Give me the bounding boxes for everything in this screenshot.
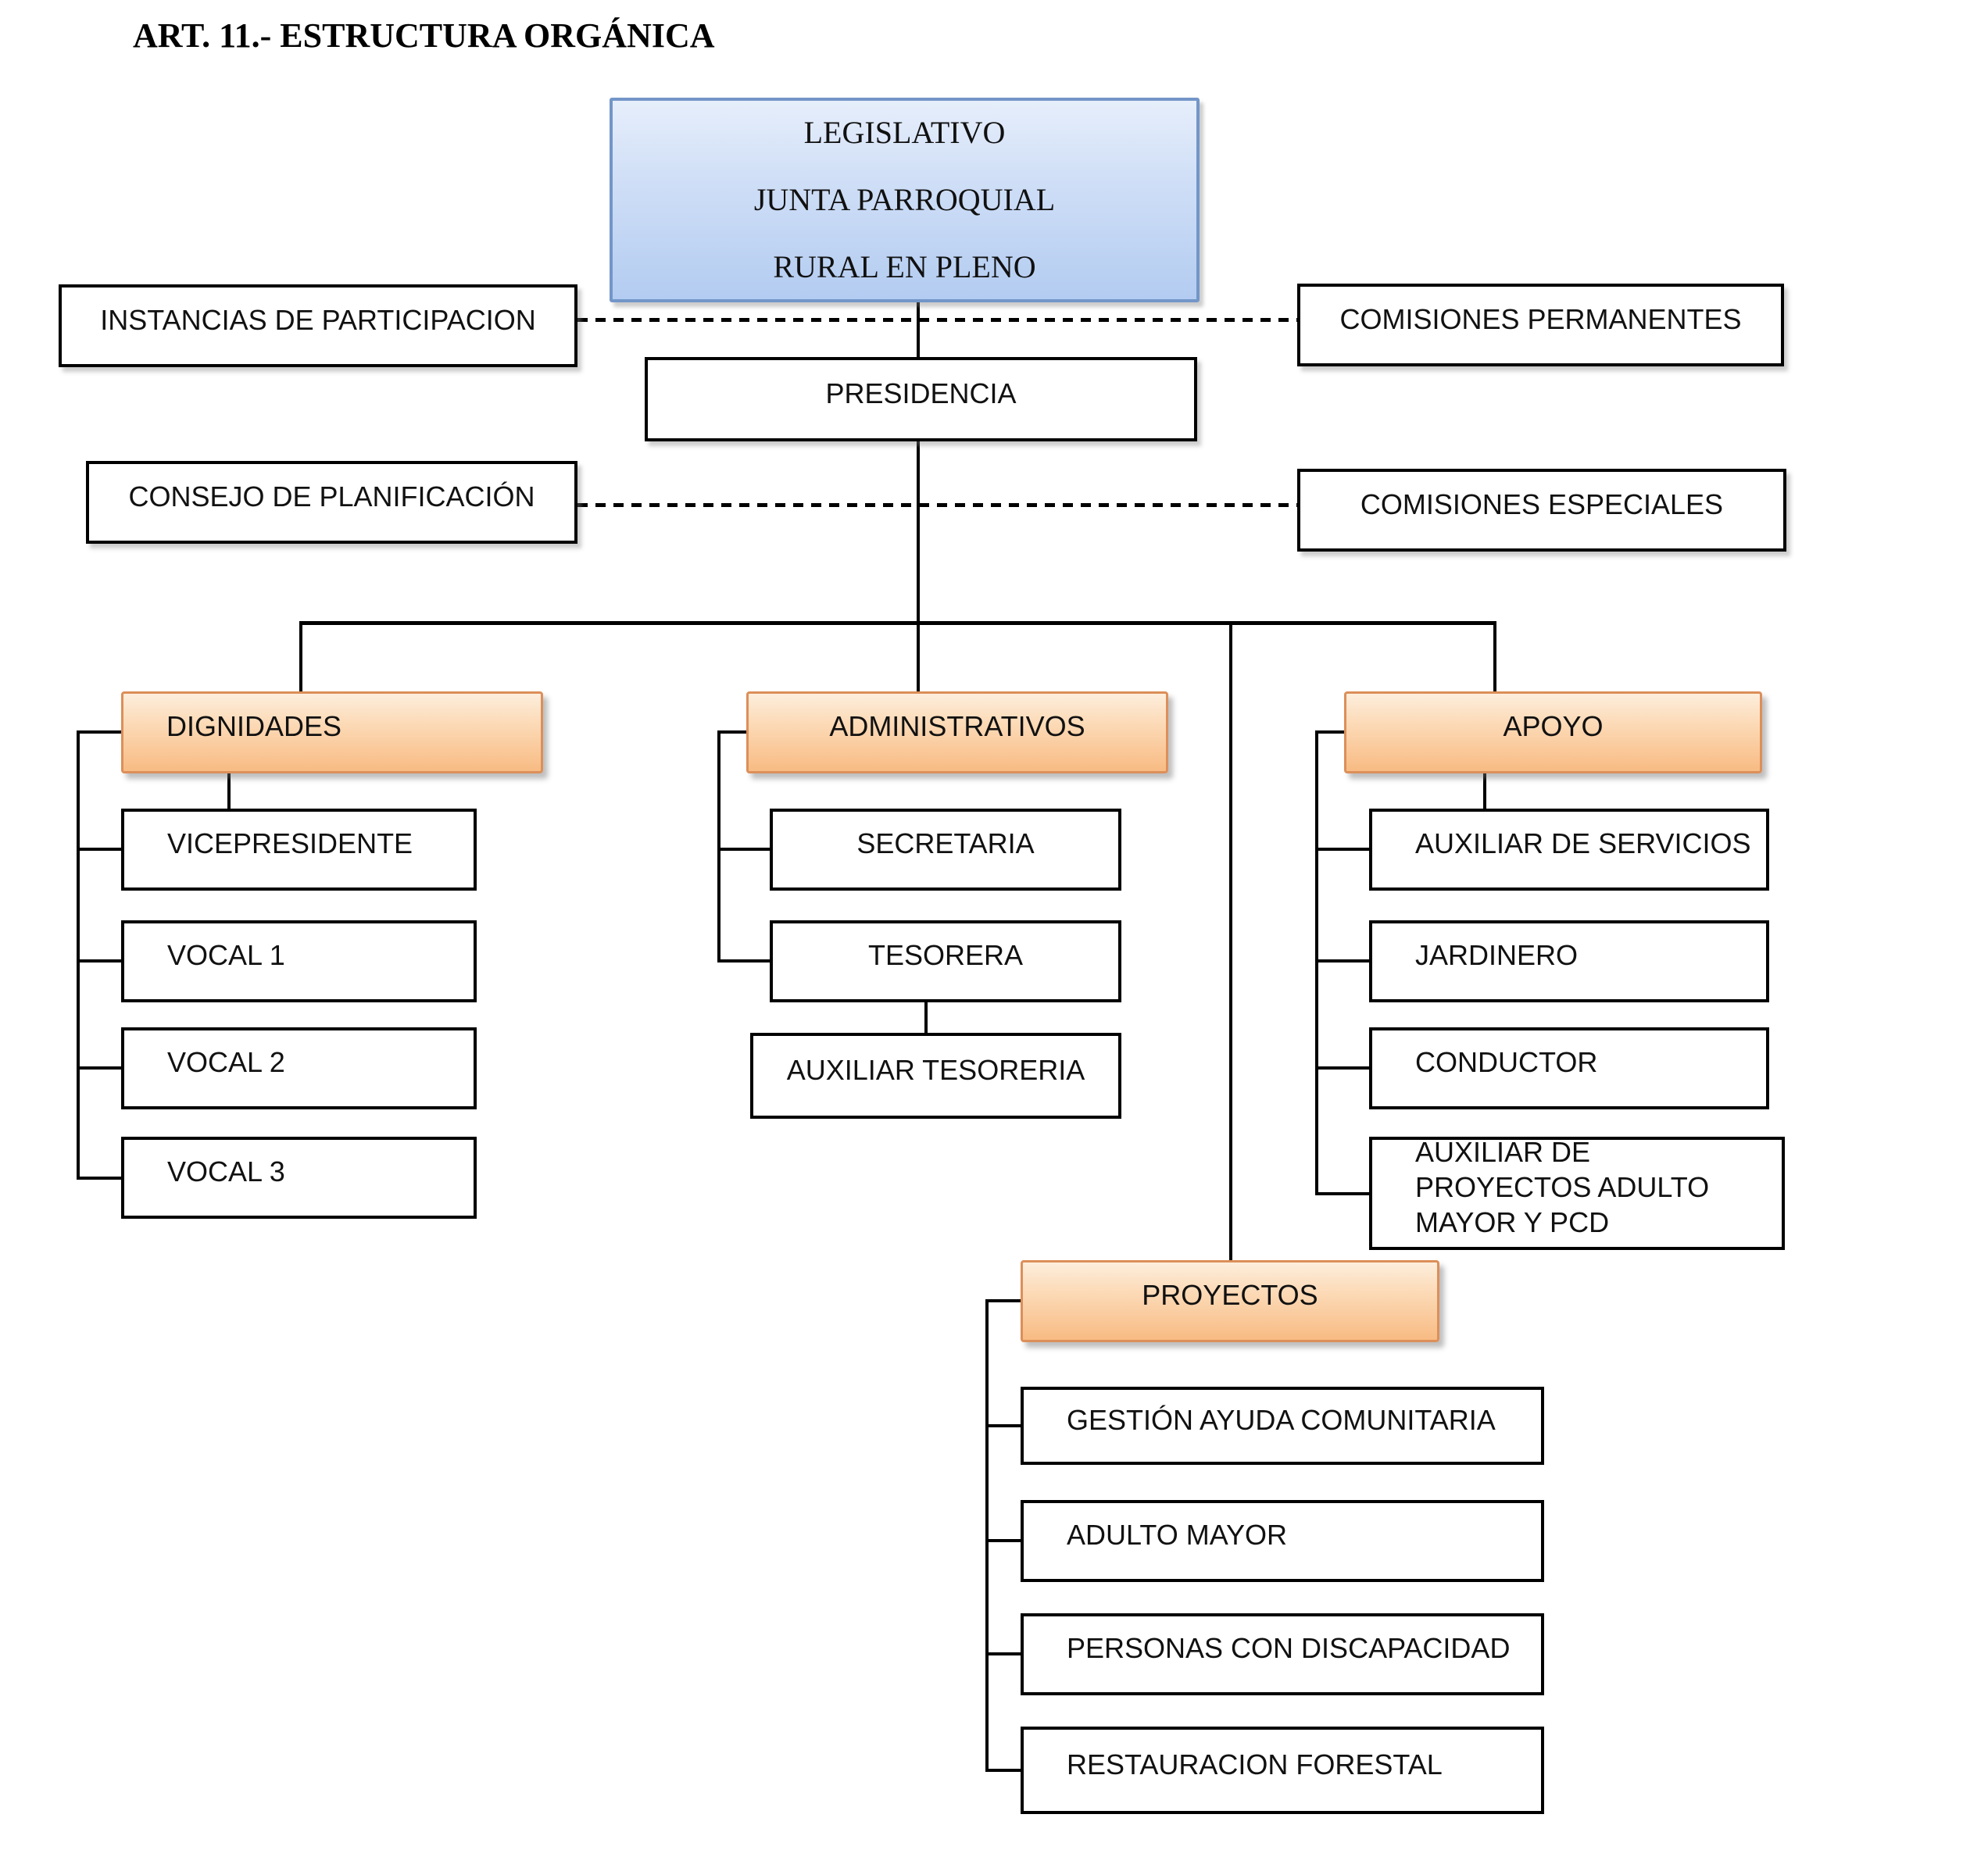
legislativo-line-1: LEGISLATIVO [803, 115, 1006, 150]
node-secretaria-label: SECRETARIA [856, 827, 1035, 859]
connector-presidencia-trunk [917, 438, 920, 625]
consejo-planificacion-box: CONSEJO DE PLANIFICACIÓN [86, 461, 577, 544]
connector-stub-vocal2 [77, 1066, 123, 1070]
node-vocal-1: VOCAL 1 [121, 920, 477, 1002]
node-auxiliar-servicios: AUXILIAR DE SERVICIOS [1369, 809, 1769, 891]
connector-tesorera-auxiliar [924, 1001, 928, 1034]
instancias-participacion-box: INSTANCIAS DE PARTICIPACION [59, 284, 577, 367]
node-restauracion-forestal-label: RESTAURACION FORESTAL [1067, 1748, 1443, 1780]
connector-stub-secretaria [717, 848, 772, 851]
presidencia-box: PRESIDENCIA [645, 357, 1197, 441]
node-vocal-1-label: VOCAL 1 [167, 939, 285, 971]
node-vicepresidente: VICEPRESIDENTE [121, 809, 477, 891]
connector-stub-vocal1 [77, 959, 123, 962]
connector-stub-auxiliar-proyectos [1315, 1192, 1371, 1195]
presidencia-label: PRESIDENCIA [825, 377, 1017, 409]
consejo-planificacion-label: CONSEJO DE PLANIFICACIÓN [128, 480, 535, 512]
node-auxiliar-proyectos-adulto-mayor: AUXILIAR DE PROYECTOS ADULTO MAYOR Y PCD [1369, 1136, 1785, 1250]
connector-dignidades-trunk [77, 730, 80, 1180]
group-header-administrativos-label: ADMINISTRATIVOS [829, 710, 1085, 742]
instancias-participacion-label: INSTANCIAS DE PARTICIPACION [100, 303, 536, 336]
node-gestion-ayuda-comunitaria: GESTIÓN AYUDA COMUNITARIA [1021, 1387, 1544, 1465]
node-auxiliar-tesoreria: AUXILIAR TESORERIA [750, 1033, 1121, 1119]
node-conductor: CONDUCTOR [1369, 1027, 1769, 1109]
node-vocal-2-label: VOCAL 2 [167, 1046, 285, 1078]
connector-stub-auxiliar-servicios [1315, 848, 1371, 851]
connector-dashed-consejo-comisiones [577, 503, 1297, 507]
connector-dashed-instancias-comisiones [577, 318, 1297, 322]
connector-dignidades-vicepresidente [227, 772, 231, 811]
connector-stub-apoyo [1315, 730, 1346, 734]
node-tesorera-label: TESORERA [867, 939, 1024, 971]
node-auxiliar-proyectos-adulto-mayor-label: AUXILIAR DE PROYECTOS ADULTO MAYOR Y PCD [1415, 1136, 1710, 1238]
connector-stub-administrativos [717, 730, 749, 734]
connector-stub-adulto-mayor [985, 1539, 1023, 1542]
group-header-proyectos: PROYECTOS [1021, 1260, 1439, 1342]
connector-stub-jardinero [1315, 959, 1371, 962]
group-header-administrativos: ADMINISTRATIVOS [746, 691, 1168, 773]
node-auxiliar-servicios-label: AUXILIAR DE SERVICIOS [1415, 827, 1751, 859]
connector-stub-personas [985, 1652, 1023, 1655]
node-vocal-3-label: VOCAL 3 [167, 1155, 285, 1188]
group-header-apoyo-label: APOYO [1503, 710, 1604, 742]
node-jardinero-label: JARDINERO [1415, 939, 1579, 971]
legislativo-root-box: LEGISLATIVO JUNTA PARROQUIAL RURAL EN PL… [610, 98, 1200, 302]
connector-stub-gestion [985, 1424, 1023, 1427]
legislativo-line-3: RURAL EN PLENO [773, 249, 1036, 284]
comisiones-especiales-box: COMISIONES ESPECIALES [1297, 469, 1786, 552]
node-restauracion-forestal: RESTAURACION FORESTAL [1021, 1727, 1544, 1814]
node-adulto-mayor: ADULTO MAYOR [1021, 1500, 1544, 1582]
connector-apoyo-trunk [1315, 730, 1318, 1195]
connector-drop-proyectos [1229, 621, 1232, 1262]
node-tesorera: TESORERA [770, 920, 1121, 1002]
connector-stub-conductor [1315, 1066, 1371, 1070]
node-secretaria: SECRETARIA [770, 809, 1121, 891]
connector-proyectos-trunk [985, 1299, 989, 1772]
node-auxiliar-tesoreria-label: AUXILIAR TESORERIA [786, 1053, 1085, 1086]
connector-stub-vocal3 [77, 1177, 123, 1180]
connector-trunk [299, 621, 1496, 625]
node-adulto-mayor-label: ADULTO MAYOR [1067, 1519, 1288, 1551]
node-conductor-label: CONDUCTOR [1415, 1046, 1598, 1078]
group-header-dignidades: DIGNIDADES [121, 691, 543, 773]
group-header-proyectos-label: PROYECTOS [1142, 1279, 1318, 1311]
node-vocal-3: VOCAL 3 [121, 1137, 477, 1219]
node-personas-discapacidad-label: PERSONAS CON DISCAPACIDAD [1067, 1632, 1511, 1664]
page-title: ART. 11.- ESTRUCTURA ORGÁNICA [133, 16, 715, 55]
connector-stub-dignidades [77, 730, 123, 734]
legislativo-line-2: JUNTA PARROQUIAL [753, 182, 1056, 217]
comisiones-permanentes-box: COMISIONES PERMANENTES [1297, 284, 1784, 366]
connector-administrativos-trunk [717, 730, 720, 962]
connector-apoyo-auxiliar-servicios [1483, 772, 1486, 811]
node-gestion-ayuda-comunitaria-label: GESTIÓN AYUDA COMUNITARIA [1067, 1403, 1496, 1436]
connector-stub-vicepresidente [77, 848, 123, 851]
connector-drop-dignidades [299, 621, 302, 693]
node-vocal-2: VOCAL 2 [121, 1027, 477, 1109]
connector-drop-administrativos [917, 621, 920, 693]
connector-stub-tesorera [717, 959, 772, 962]
connector-stub-proyectos [985, 1299, 1023, 1302]
comisiones-especiales-label: COMISIONES ESPECIALES [1360, 488, 1724, 520]
node-vicepresidente-label: VICEPRESIDENTE [167, 827, 413, 859]
group-header-dignidades-label: DIGNIDADES [166, 710, 342, 742]
connector-stub-restauracion [985, 1769, 1023, 1772]
node-personas-discapacidad: PERSONAS CON DISCAPACIDAD [1021, 1613, 1544, 1695]
group-header-apoyo: APOYO [1344, 691, 1762, 773]
connector-root-presidencia [917, 301, 920, 357]
comisiones-permanentes-label: COMISIONES PERMANENTES [1339, 302, 1742, 335]
connector-drop-apoyo [1493, 621, 1496, 693]
node-jardinero: JARDINERO [1369, 920, 1769, 1002]
